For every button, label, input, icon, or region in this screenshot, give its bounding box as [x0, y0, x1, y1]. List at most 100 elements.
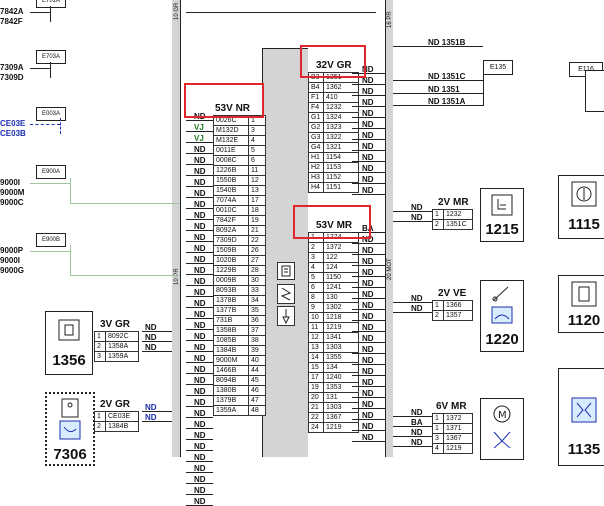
connector-a-wire: [186, 439, 213, 440]
connector-a-wire-label: ND: [194, 431, 206, 440]
switch-icon[interactable]: [277, 306, 295, 326]
unit-7306[interactable]: 7306: [45, 392, 95, 466]
connector-a-pin-cell-a: 7074A: [213, 195, 249, 206]
connector-a-wire: [186, 472, 213, 473]
connector-c-pin-cell-b: 1218: [323, 312, 359, 323]
unit-1220-wire: [393, 312, 432, 313]
ref-9000g: 9000G: [0, 266, 25, 275]
unit-6v-wire-label: ND: [411, 408, 423, 417]
svg-text:M: M: [498, 410, 507, 421]
connector-a-wire: [186, 373, 213, 374]
connector-a-pin-cell-a: 1379B: [213, 395, 249, 406]
connector-a-wire: [186, 164, 213, 165]
connector-a-pin-cell-b: 22: [248, 235, 266, 246]
connector-a-pin-cell-b: 17: [248, 195, 266, 206]
wire-label-1351a: ND 1351A: [428, 97, 466, 106]
sensor-icon[interactable]: [277, 284, 295, 304]
unit-1220[interactable]: 1220: [480, 280, 524, 352]
connector-c-pin-cell-a: 10: [308, 312, 324, 323]
unit-1215-header: 2V MR: [438, 197, 469, 208]
unit-7306-number: 7306: [53, 446, 87, 463]
connector-c-wire: [352, 386, 385, 387]
green-wire: [30, 251, 70, 252]
unit-1220-wire: [393, 302, 432, 303]
unit-1356-wire-label: ND: [145, 343, 157, 352]
central-connector-body: [262, 48, 308, 457]
ref-9000i-b: 9000I: [0, 256, 21, 265]
connector-c-header: 53V MR: [316, 220, 353, 231]
connector-a-pin-cell-a: M132D: [213, 125, 249, 136]
connector-c-wire: [352, 408, 385, 409]
connector-a-wire-label: ND: [194, 376, 206, 385]
connector-a-wire: [186, 230, 213, 231]
wire: [483, 73, 484, 106]
connector-a-pin-cell-b: 39: [248, 345, 266, 356]
unit-6v-pin-cell-a: 1: [432, 423, 444, 434]
connector-c-pin-cell-b: 1341: [323, 332, 359, 343]
relay-icon[interactable]: [277, 262, 295, 280]
connector-a-wire: [186, 450, 213, 451]
connector-a-pin-cell-a: 1380B: [213, 385, 249, 396]
connector-c-pin-cell-a: 3: [308, 252, 324, 263]
connector-a-pin-cell-b: 21: [248, 225, 266, 236]
connector-c-wire-label: ND: [362, 389, 374, 398]
connector-c-pin-cell-a: 15: [308, 362, 324, 373]
unit-1120[interactable]: 1120: [558, 275, 604, 333]
connector-b-pin-cell-a: F1: [308, 92, 324, 103]
connector-b-wire-label: ND: [362, 76, 374, 85]
connector-a-wire-label: ND: [194, 288, 206, 297]
connector-a-pin-cell-b: 3: [248, 125, 266, 136]
connector-b-wire: [352, 106, 385, 107]
wiper-icon: [492, 286, 509, 302]
chassis-edge: [180, 0, 181, 457]
harness-panel-left: [172, 0, 180, 457]
washer-pump-icon: [491, 306, 513, 324]
unit-6v-wire: [393, 426, 432, 427]
connector-a-wire: [186, 186, 213, 187]
connector-a-wire: [186, 428, 213, 429]
motor-unit[interactable]: M: [480, 398, 524, 460]
unit-7306-wire: [142, 411, 172, 412]
highlight-box-53v-nr: [184, 83, 264, 118]
ref-ce03e: CE03E: [0, 119, 26, 128]
connector-c-wire-label: ND: [362, 433, 374, 442]
unit-1220-pin-cell-a: 1: [432, 300, 444, 311]
connector-b-pin-cell-b: 1322: [323, 132, 359, 143]
unit-6v-pin-cell-a: 3: [432, 433, 444, 444]
connector-a-pin-cell-a: 1359A: [213, 405, 249, 416]
connector-a-pin-cell-a: 1550B: [213, 175, 249, 186]
unit-1215[interactable]: 1215: [480, 188, 524, 242]
connector-a-wire: [186, 252, 213, 253]
connector-b-wire: [352, 194, 385, 195]
connector-a-wire: [186, 274, 213, 275]
connector-a-wire: [186, 241, 213, 242]
connector-a-pin-cell-a: 1384B: [213, 345, 249, 356]
connector-c-wire: [352, 375, 385, 376]
connector-a-pin-cell-b: 27: [248, 255, 266, 266]
unit-1356-wire-label: ND: [145, 323, 157, 332]
connector-c-wire: [352, 309, 385, 310]
unit-1135[interactable]: 1135: [558, 368, 604, 466]
connector-a-wire: [186, 483, 213, 484]
connector-b-pin-cell-b: 1321: [323, 142, 359, 153]
unit-1356[interactable]: 1356: [45, 311, 93, 375]
connector-c-wire: [352, 254, 385, 255]
connector-a-wire-label: ND: [194, 420, 206, 429]
unit-1115[interactable]: 1115: [558, 175, 604, 239]
connector-a-pin-cell-a: 1085B: [213, 335, 249, 346]
connector-a-wire-label: ND: [194, 332, 206, 341]
connector-a-pin-cell-b: 4: [248, 135, 266, 146]
